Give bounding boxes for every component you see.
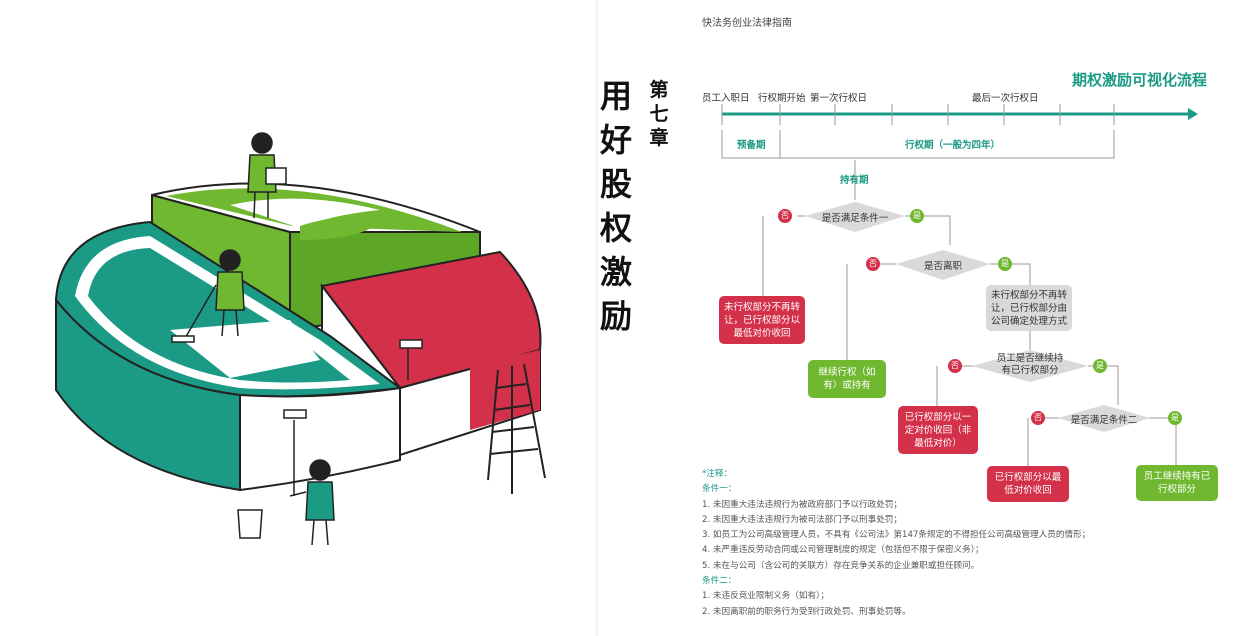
outcome-min-price-recall: 未行权部分不再转让，已行权部分以最低对价收回 bbox=[719, 296, 805, 344]
outcome-some-price-recall: 已行权部分以一定对价收回（非最低对价） bbox=[898, 406, 978, 454]
decision-condition-one: 是否满足条件一 bbox=[821, 213, 889, 224]
yes-marker: 是 bbox=[1168, 411, 1182, 425]
condition-one-item: 2. 未因重大违法违规行为被司法部门予以刑事处罚； bbox=[702, 514, 902, 525]
page-gutter bbox=[596, 0, 598, 636]
timeline-label-start: 行权期开始 bbox=[758, 93, 806, 104]
decision-condition-two: 是否满足条件二 bbox=[1070, 415, 1138, 426]
timeline-label-join: 员工入职日 bbox=[702, 93, 750, 104]
yes-marker: 是 bbox=[998, 257, 1012, 271]
outcome-lowest-price-recall: 已行权部分以最低对价收回 bbox=[987, 466, 1069, 502]
chapter-title: 用好股权激励 bbox=[600, 77, 633, 335]
yes-marker: 是 bbox=[1093, 359, 1107, 373]
outcome-keep-holding: 员工继续持有已行权部分 bbox=[1136, 465, 1218, 501]
timeline-label-first: 第一次行权日 bbox=[810, 93, 868, 104]
period-hold: 持有期 bbox=[840, 175, 869, 186]
no-marker: 否 bbox=[948, 359, 962, 373]
no-marker: 否 bbox=[778, 209, 792, 223]
timeline-label-last: 最后一次行权日 bbox=[972, 93, 1039, 104]
flow-title: 期权激励可视化流程 bbox=[1072, 71, 1208, 89]
chapter-number: 第七章 bbox=[649, 79, 669, 149]
no-marker: 否 bbox=[866, 257, 880, 271]
notes-section: *注释： 条件一： 1. 未因重大违法违规行为被政府部门予以行政处罚； 2. 未… bbox=[702, 467, 1142, 620]
decision-left-job: 是否离职 bbox=[923, 261, 962, 272]
condition-one-title: 条件一： bbox=[702, 484, 737, 495]
condition-one-item: 5. 未在与公司（含公司的关联方）存在竞争关系的企业兼职或担任顾问。 bbox=[702, 560, 980, 571]
condition-one-item: 3. 如员工为公司高级管理人员，不具有《公司法》第147条规定的不得担任公司高级… bbox=[702, 530, 1091, 541]
decision-continue-hold: 员工是否继续持有已行权部分 bbox=[996, 353, 1064, 376]
condition-two-item: 1. 未违反竞业限制义务（如有）； bbox=[702, 591, 829, 602]
period-prep: 预备期 bbox=[737, 140, 766, 151]
outcome-continue-exercise: 继续行权（如有）或持有 bbox=[808, 360, 886, 398]
condition-two-item: 2. 未因离职前的职务行为受到行政处罚、刑事处罚等。 bbox=[702, 606, 911, 617]
pie-chart-illustration bbox=[54, 132, 546, 546]
condition-one-item: 4. 未严重违反劳动合同或公司管理制度的规定（包括但不限于保密义务）； bbox=[702, 545, 984, 556]
notes-title: *注释： bbox=[702, 469, 733, 479]
running-header: 快法务创业法律指南 bbox=[702, 18, 792, 29]
period-exercise: 行权期（一般为四年） bbox=[905, 140, 1001, 151]
no-marker: 否 bbox=[1031, 411, 1045, 425]
condition-one-item: 1. 未因重大违法违规行为被政府部门予以行政处罚； bbox=[702, 499, 902, 510]
condition-two-title: 条件二： bbox=[702, 576, 737, 587]
outcome-company-decides: 未行权部分不再转让，已行权部分由公司确定处理方式 bbox=[986, 285, 1072, 331]
yes-marker: 是 bbox=[910, 209, 924, 223]
